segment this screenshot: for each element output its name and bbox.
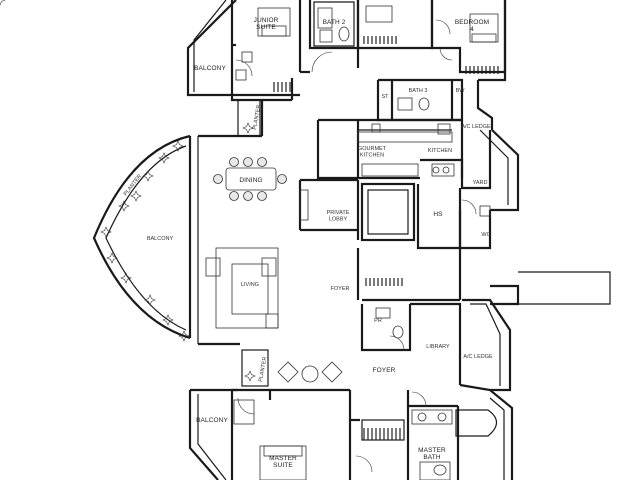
doors [235, 19, 477, 473]
label-ac-ledge-top: A/C LEDGE [461, 124, 491, 130]
label-bath2: BATH 2 [323, 19, 346, 26]
label-balcony-bottom: BALCONY [196, 417, 228, 424]
label-wc: WC [481, 232, 490, 238]
label-living: LIVING [241, 282, 259, 288]
label-st: ST [381, 94, 389, 100]
label-planter-top: PLANTER [252, 104, 262, 130]
label-yard: YARD [473, 180, 488, 186]
label-foyer: FOYER [373, 367, 396, 374]
label-hs: HS [433, 211, 443, 218]
label-foyer-hall: FOYER [331, 286, 350, 292]
label-planter-bottom: PLANTER [258, 356, 268, 382]
bottom-wing [188, 383, 514, 480]
label-balcony-left: BALCONY [147, 236, 174, 242]
label-planter-left: PLANTER [123, 174, 143, 198]
middle-section [92, 100, 611, 392]
label-pr: PR [374, 318, 382, 324]
label-bath3: BATH 3 [409, 88, 428, 94]
label-kitchen: KITCHEN [428, 148, 452, 154]
furniture [205, 5, 499, 480]
label-ac-ledge-bottom: A/C LEDGE [463, 354, 493, 360]
label-dining: DINING [239, 177, 262, 184]
planter-bottom [241, 349, 269, 387]
label-bw: BW [456, 88, 466, 94]
label-library: LIBRARY [426, 344, 450, 350]
label-balcony-top: BALCONY [194, 65, 226, 72]
window-hatches [273, 36, 499, 440]
